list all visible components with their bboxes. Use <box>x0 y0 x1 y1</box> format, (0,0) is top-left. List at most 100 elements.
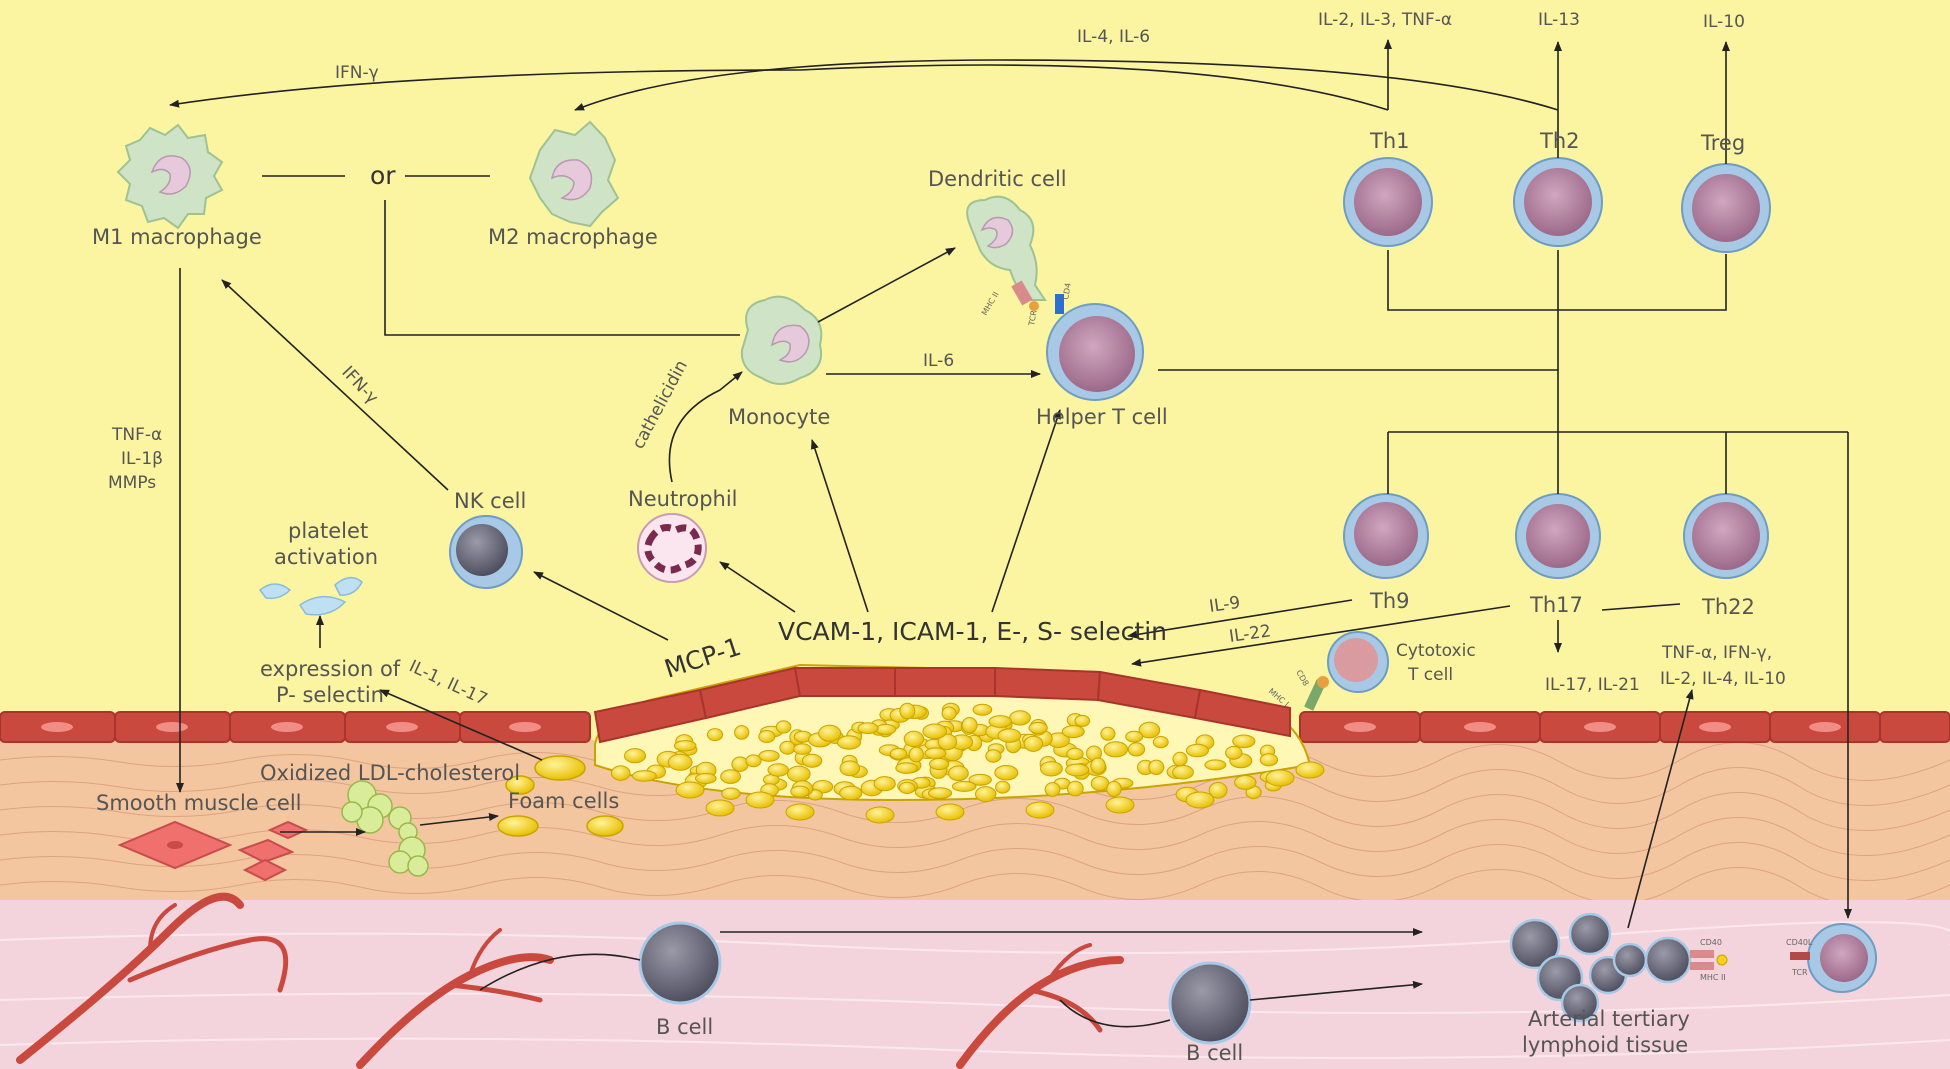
label-cathelicidin: cathelicidin <box>628 357 691 452</box>
lipid-droplet <box>775 720 792 734</box>
label-th17-out: IL-17, IL-21 <box>1545 675 1640 695</box>
lipid-droplet <box>1074 714 1091 727</box>
lipid-droplet <box>1023 735 1044 752</box>
lipid-droplet <box>1066 747 1084 761</box>
label-il6: IL-6 <box>923 351 954 371</box>
label-mcp1: MCP-1 <box>661 632 745 684</box>
arrow-adhesion-to-th <box>991 409 1061 613</box>
label-th17: Th17 <box>1529 593 1583 617</box>
lipid-droplet <box>1125 730 1144 743</box>
label-oxldl: Oxidized LDL-cholesterol <box>260 761 520 785</box>
lipid-droplet <box>673 740 697 752</box>
monocyte-cell <box>740 295 823 385</box>
lipid-droplet <box>1065 763 1090 777</box>
lipid-droplet <box>745 791 775 809</box>
lipid-droplet <box>1152 736 1169 749</box>
lipid-droplet <box>1090 757 1106 774</box>
lipid-droplet <box>610 765 631 781</box>
tls-receptors <box>1690 950 1728 970</box>
plaque-cap-endothelium <box>593 666 1291 744</box>
oxldl-particles <box>341 780 429 877</box>
lipid-droplet <box>857 722 879 734</box>
label-th2-out: IL-13 <box>1538 10 1580 30</box>
lipid-droplet <box>793 743 812 755</box>
labels: IFN-γ IL-4, IL-6 IL-2, IL-3, TNF-α IL-13… <box>92 10 1813 1065</box>
label-tcr-b: TCR <box>1791 968 1808 977</box>
lipid-droplet <box>1103 741 1129 758</box>
label-foam: Foam cells <box>508 789 619 813</box>
lipid-droplet <box>818 724 842 742</box>
lipid-droplet <box>865 806 895 824</box>
lipid-droplet <box>801 753 823 768</box>
lipid-droplet <box>927 787 953 799</box>
cytotoxic-t-cell <box>1304 631 1389 711</box>
lipid-droplet <box>988 715 1012 728</box>
arrow-il4-to-m2 <box>574 59 1559 111</box>
arrow-il1-to-psel <box>379 689 543 761</box>
lipid-droplet <box>675 781 705 799</box>
label-tls-out-2: IL-2, IL-4, IL-10 <box>1660 669 1786 689</box>
arrow-nk-to-m1 <box>221 279 449 491</box>
lipid-droplet <box>758 730 776 743</box>
lipid-droplet <box>985 749 1002 763</box>
lipid-droplet <box>895 762 918 774</box>
lipid-droplet <box>929 757 950 771</box>
b-cell-1 <box>638 921 722 1005</box>
lipid-droplet <box>875 723 897 735</box>
lipid-droplet <box>1185 791 1215 809</box>
dendritic-cell <box>966 195 1064 314</box>
label-cytotoxic-2: T cell <box>1407 665 1453 685</box>
lipid-droplet <box>1138 721 1161 739</box>
lipid-droplet <box>997 728 1022 743</box>
label-tls-1: Arterial tertiary <box>1528 1007 1690 1031</box>
lipid-droplets <box>610 702 1325 824</box>
lipid-droplet <box>961 717 978 734</box>
label-psel-2: P- selectin <box>276 683 384 707</box>
label-b-cell-1: B cell <box>656 1015 713 1039</box>
th22-cell <box>1683 493 1769 579</box>
lipid-droplet <box>1061 725 1085 739</box>
treg-cell <box>1681 163 1771 253</box>
lipid-droplet <box>924 747 947 760</box>
lipid-droplet <box>839 785 863 801</box>
label-dendritic: Dendritic cell <box>928 167 1067 191</box>
label-tnf: TNF-α <box>111 425 162 445</box>
lipid-droplet <box>1225 745 1243 760</box>
lipid-droplet <box>948 765 969 782</box>
label-treg-out: IL-10 <box>1703 12 1745 32</box>
lipid-droplet <box>873 776 896 792</box>
lipid-droplet <box>1204 759 1227 771</box>
lipid-droplet <box>667 753 693 771</box>
lipid-droplet <box>767 763 789 777</box>
label-cd4: CD4 <box>1061 282 1073 300</box>
lipid-droplet <box>779 740 796 755</box>
label-treg: Treg <box>1700 131 1745 155</box>
label-platelet-2: activation <box>274 545 378 569</box>
label-nk: NK cell <box>454 489 526 513</box>
th2-cell <box>1513 157 1603 247</box>
arrow-bcell2-to-tls <box>1249 980 1423 1001</box>
lipid-droplet <box>837 735 861 750</box>
m1-macrophage-cell <box>116 123 224 230</box>
arrow-ifn-to-m1 <box>169 64 1389 111</box>
label-monocyte: Monocyte <box>728 405 830 429</box>
label-b-cell-2: B cell <box>1186 1041 1243 1065</box>
label-th1: Th1 <box>1369 129 1410 153</box>
lipid-droplet <box>975 786 997 803</box>
label-tcr: TCR <box>1027 309 1039 327</box>
adventitia-texture <box>0 921 1950 1059</box>
arrow-adhesion-to-neutrophil <box>719 561 796 613</box>
arrow-il9 <box>1127 599 1353 639</box>
lipid-droplet <box>785 803 815 821</box>
label-il1b: IL-1β <box>121 449 163 469</box>
lipid-droplet <box>1295 761 1325 779</box>
lipid-droplet <box>994 765 1019 781</box>
endothelium-nuclei <box>41 722 1841 732</box>
label-neutrophil: Neutrophil <box>628 487 738 511</box>
lipid-droplet <box>1232 734 1256 749</box>
label-smooth-muscle: Smooth muscle cell <box>96 791 302 815</box>
th17-cell <box>1515 493 1601 579</box>
lipid-droplet <box>1105 796 1135 814</box>
label-il1-il17: IL-1, IL-17 <box>406 656 490 710</box>
